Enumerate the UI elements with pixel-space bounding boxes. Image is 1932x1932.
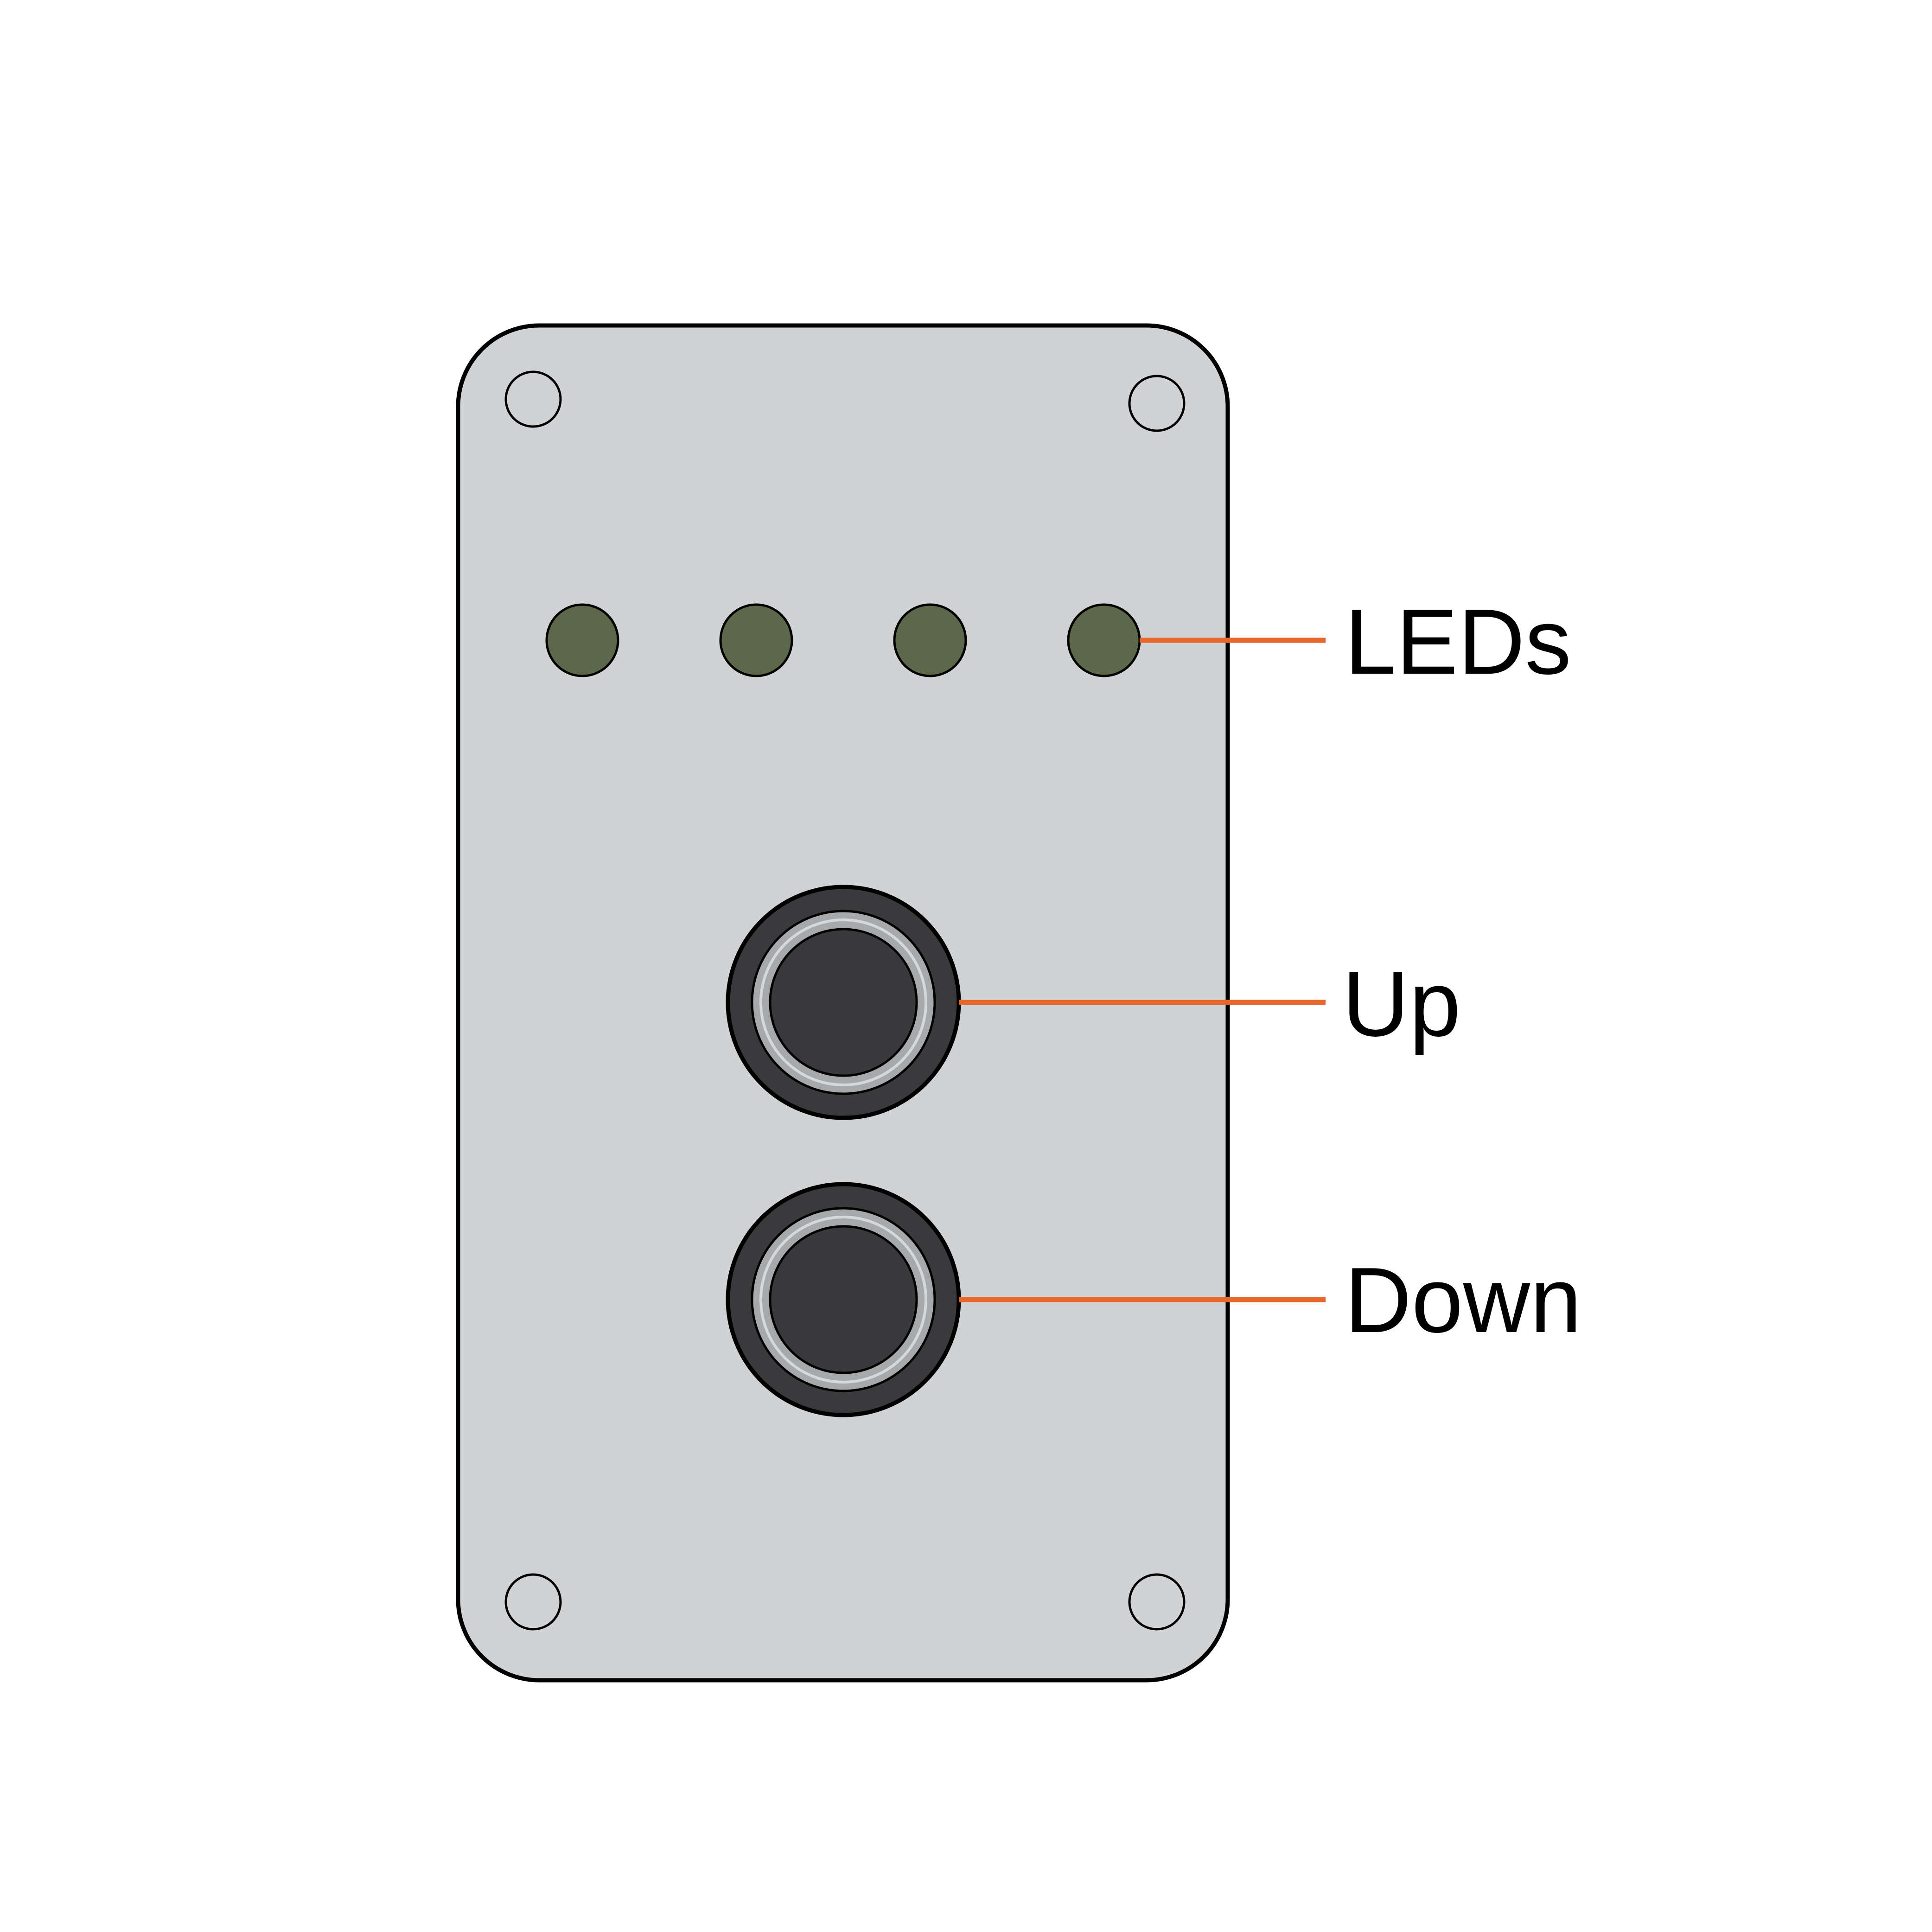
up-button[interactable] [726,885,961,1120]
mounting-hole-bottom-right [1128,1573,1186,1631]
up-button-ring-inner [759,918,927,1086]
down-button-cap[interactable] [769,1225,918,1374]
led-4 [1067,603,1141,677]
mounting-hole-top-right [1128,375,1186,432]
leds-label: LEDs [1345,590,1571,694]
up-button-cap[interactable] [769,928,918,1077]
led-1 [545,603,619,677]
led-2 [719,603,793,677]
down-button[interactable] [726,1182,961,1417]
led-3 [893,603,967,677]
mounting-hole-bottom-left [504,1573,562,1631]
up-label: Up [1342,952,1461,1056]
down-button-ring-inner [759,1216,927,1384]
mounting-hole-top-left [504,370,562,428]
down-label: Down [1345,1249,1581,1352]
